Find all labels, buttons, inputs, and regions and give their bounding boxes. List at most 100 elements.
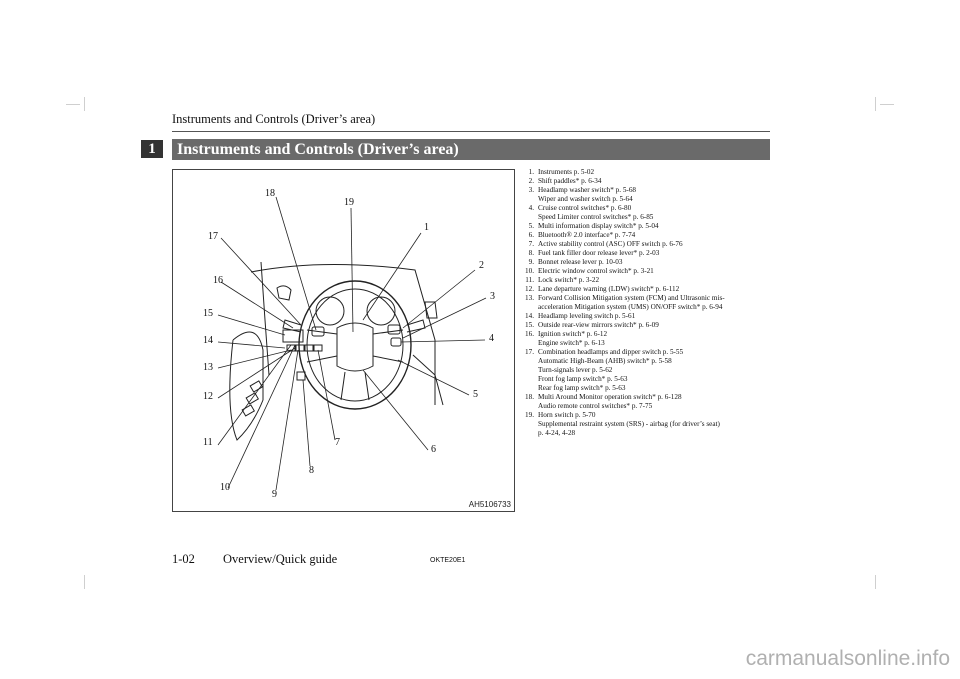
legend-item: 9.Bonnet release lever p. 10-03 — [517, 258, 773, 267]
legend-item-number: 2. — [528, 177, 534, 185]
legend-line: Shift paddles* p. 6-34 — [538, 177, 602, 185]
callout-4: 4 — [489, 333, 494, 344]
crop-mark — [66, 104, 80, 105]
legend-line: Audio remote control switches* p. 7-75 — [538, 402, 653, 410]
callout-8: 8 — [309, 465, 314, 476]
legend-line: Horn switch p. 5-70 — [538, 411, 596, 419]
callout-16: 16 — [213, 275, 223, 286]
steering-spoke-bottom — [340, 371, 370, 401]
crop-mark — [84, 575, 85, 589]
leader-18 — [275, 196, 317, 331]
callout-14: 14 — [203, 335, 213, 346]
switch-panel — [282, 329, 304, 343]
legend-item-text: Bluetooth® 2.0 interface* p. 7-74 — [538, 231, 773, 240]
callout-9: 9 — [272, 489, 277, 500]
leader-11 — [217, 344, 292, 446]
legend-item-number: 19. — [525, 411, 534, 419]
leader-3 — [402, 297, 487, 339]
legend-item-text: Fuel tank filler door release lever* p. … — [538, 249, 773, 258]
legend-item-text: Combination headlamps and dipper switch … — [538, 348, 773, 393]
legend-line: Ignition switch* p. 6-12 — [538, 330, 608, 338]
legend-item: 15.Outside rear-view mirrors switch* p. … — [517, 321, 773, 330]
legend-line: Rear fog lamp switch* p. 5-63 — [538, 384, 626, 392]
switch-row — [295, 344, 305, 352]
legend-item-number: 4. — [528, 204, 534, 212]
legend-item-text: Outside rear-view mirrors switch* p. 6-0… — [538, 321, 773, 330]
callout-3: 3 — [490, 291, 495, 302]
leader-8 — [302, 379, 311, 467]
leader-7 — [317, 349, 336, 441]
wheel-switch-right — [387, 324, 401, 335]
callout-19: 19 — [344, 197, 354, 208]
legend-line: Lane departure warning (LDW) switch* p. … — [538, 285, 680, 293]
leader-14 — [217, 341, 286, 349]
legend-line: Bluetooth® 2.0 interface* p. 7-74 — [538, 231, 636, 239]
legend-item: 17.Combination headlamps and dipper swit… — [517, 348, 773, 393]
leader-15 — [217, 314, 286, 336]
leader-13 — [217, 349, 292, 369]
legend-item-text: Headlamp leveling switch p. 5-61 — [538, 312, 773, 321]
callout-6: 6 — [431, 444, 436, 455]
callout-13: 13 — [203, 362, 213, 373]
chapter-number-tab: 1 — [141, 140, 163, 158]
window-switch — [241, 404, 256, 417]
leader-2 — [402, 269, 476, 329]
legend-line: Lock switch* p. 3-22 — [538, 276, 600, 284]
window-switch — [249, 380, 264, 393]
wheel-switch-right-lower — [390, 337, 402, 347]
window-switch — [245, 392, 260, 405]
leader-5 — [397, 359, 470, 396]
legend-item-number: 3. — [528, 186, 534, 194]
legend-item-text: Bonnet release lever p. 10-03 — [538, 258, 773, 267]
crop-mark — [84, 97, 85, 111]
switch-row — [304, 344, 314, 352]
leader-12 — [217, 347, 296, 399]
legend-line: Outside rear-view mirrors switch* p. 6-0… — [538, 321, 659, 329]
leader-19 — [350, 207, 354, 333]
callout-5: 5 — [473, 389, 478, 400]
legend-line: Forward Collision Mitigation system (FCM… — [538, 294, 725, 302]
dash-left-vent — [276, 285, 292, 301]
dashboard-illustration: 1 2 3 4 5 6 7 8 9 10 11 12 13 14 15 16 1… — [172, 169, 515, 512]
callout-11: 11 — [203, 437, 213, 448]
right-dash-edge — [412, 354, 444, 406]
crop-mark — [875, 575, 876, 589]
callout-12: 12 — [203, 391, 213, 402]
legend-line: Active stability control (ASC) OFF switc… — [538, 240, 683, 248]
door-panel — [229, 331, 264, 441]
legend-item: 11.Lock switch* p. 3-22 — [517, 276, 773, 285]
legend-line: Fuel tank filler door release lever* p. … — [538, 249, 660, 257]
legend-item: 8.Fuel tank filler door release lever* p… — [517, 249, 773, 258]
callout-7: 7 — [335, 437, 340, 448]
legend-item-number: 5. — [528, 222, 534, 230]
leader-9 — [275, 349, 299, 491]
callout-2: 2 — [479, 260, 484, 271]
leader-4 — [400, 339, 486, 343]
wheel-switch-left — [311, 326, 325, 337]
legend-item-text: Forward Collision Mitigation system (FCM… — [538, 294, 773, 312]
page-number: 1-02 — [172, 552, 195, 566]
legend-line: Electric window control switch* p. 3-21 — [538, 267, 654, 275]
legend-line: Cruise control switches* p. 6-80 — [538, 204, 632, 212]
legend-item-number: 1. — [528, 168, 534, 176]
legend-line: Wiper and washer switch p. 5-64 — [538, 195, 633, 203]
legend-line: Supplemental restraint system (SRS) - ai… — [538, 420, 720, 428]
steering-hub — [336, 322, 374, 372]
legend-item: 1.Instruments p. 5-02 — [517, 168, 773, 177]
dashboard-drawing — [217, 196, 487, 491]
running-head: Instruments and Controls (Driver’s area) — [172, 112, 376, 126]
leader-17 — [220, 237, 302, 326]
legend-item-text: Active stability control (ASC) OFF switc… — [538, 240, 773, 249]
meter-right — [366, 296, 396, 326]
callout-1: 1 — [424, 222, 429, 233]
legend-item: 7.Active stability control (ASC) OFF swi… — [517, 240, 773, 249]
legend-line: Speed Limiter control switches* p. 6-85 — [538, 213, 654, 221]
legend-item-text: Multi Around Monitor operation switch* p… — [538, 393, 773, 411]
leader-10 — [227, 344, 296, 489]
